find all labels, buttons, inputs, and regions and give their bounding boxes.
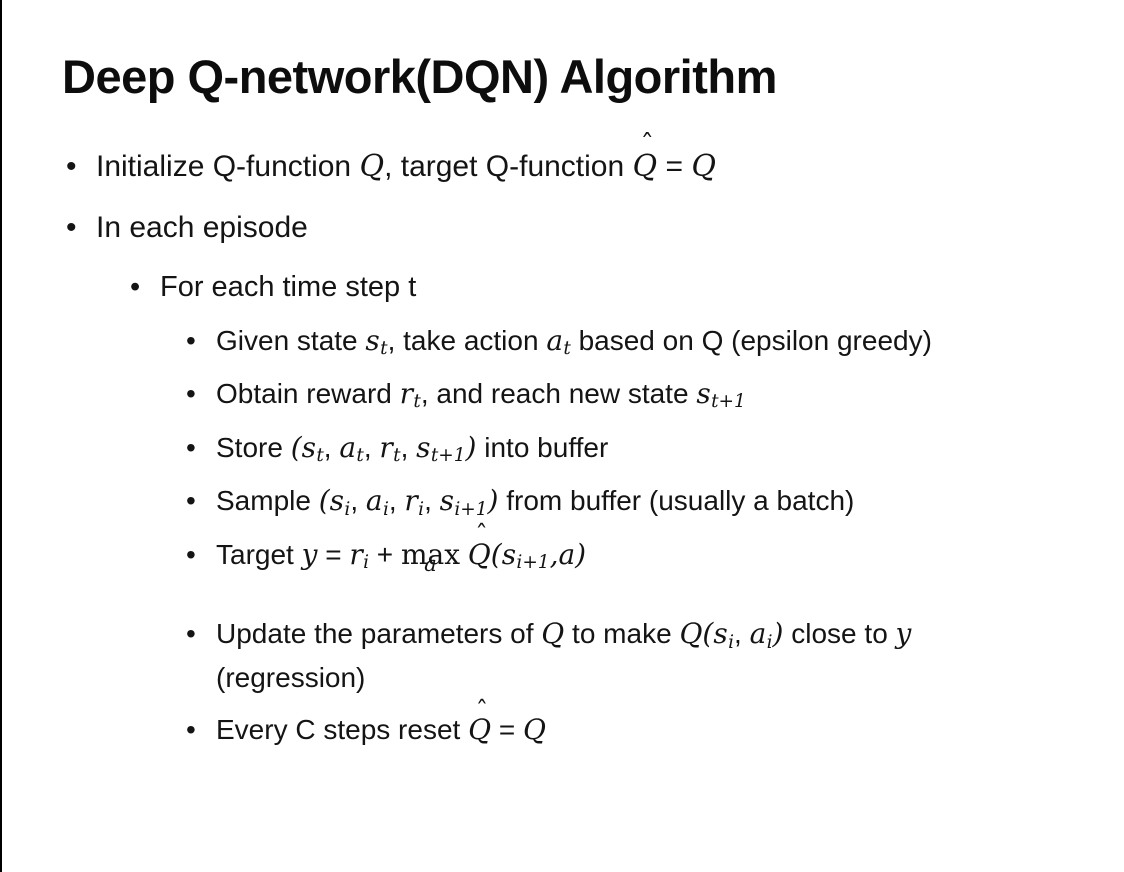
bullet-item: • Sample (si, ai, ri, si+1) from buffer (…	[62, 480, 1066, 524]
math-subscript: i	[344, 498, 351, 520]
math-subscript: i+1	[516, 552, 550, 574]
bullet-text: Given state st, take action at based on …	[216, 323, 932, 359]
bullet-marker: •	[186, 618, 196, 650]
bullet-text: Store (st, at, rt, st+1) into buffer	[216, 430, 609, 466]
bullet-item: • Update the parameters of Q to make Q(si…	[62, 613, 1066, 699]
math-subscript: t	[393, 445, 401, 466]
bullet-marker: •	[130, 271, 141, 304]
bullet-text: Initialize Q-function Q, target Q-functi…	[96, 129, 1066, 189]
bullet-text: Obtain reward rt, and reach new state st…	[216, 377, 746, 413]
bullet-marker: •	[186, 324, 196, 356]
bullet-marker: •	[66, 150, 77, 184]
bullet-marker: •	[186, 714, 196, 746]
bullet-marker: •	[186, 485, 196, 517]
bullet-item: • Given state st, take action at based on…	[62, 320, 1066, 364]
math-subscript: i	[382, 498, 389, 520]
slide: Deep Q-network(DQN) Algorithm • Initializ…	[62, 50, 1066, 752]
bullet-marker: •	[186, 538, 196, 570]
math-subscript: i	[363, 552, 370, 574]
bullet-item: • For each time step t	[62, 266, 1066, 310]
math-subscript: i	[728, 631, 734, 653]
math-subscript: t	[413, 391, 421, 413]
bullet-text: For each time step t	[160, 271, 417, 304]
bullet-list: • Initialize Q-function Q, target Q-funct…	[62, 129, 1066, 752]
bullet-marker: •	[186, 431, 196, 463]
math-subscript: t+1	[430, 445, 466, 466]
bullet-item: • Obtain reward rt, and reach new state s…	[62, 373, 1066, 417]
math-subscript: t	[356, 445, 364, 466]
math-subscript: t	[380, 337, 388, 359]
bullet-text: In each episode	[96, 211, 308, 245]
math-subscript: t+1	[711, 391, 746, 413]
math-subscript: i	[766, 631, 773, 653]
math-subscript: t	[316, 445, 324, 466]
bullet-item: • Initialize Q-function Q, target Q-funct…	[62, 129, 1066, 189]
math-subscript: i	[418, 498, 425, 520]
bullet-text: Update the parameters of Q to make Q(si,…	[216, 617, 912, 693]
window-left-edge	[0, 0, 2, 872]
math-subscript: i+1	[454, 498, 488, 520]
bullet-item: • In each episode	[62, 205, 1066, 250]
slide-title: Deep Q-network(DQN) Algorithm	[62, 50, 777, 103]
bullet-marker: •	[186, 378, 196, 410]
math-subscript: t	[563, 337, 571, 359]
bullet-text: Sample (si, ai, ri, si+1) from buffer (u…	[216, 484, 855, 520]
bullet-marker: •	[66, 211, 77, 245]
bullet-item: • Store (st, at, rt, st+1) into buffer	[62, 427, 1066, 471]
